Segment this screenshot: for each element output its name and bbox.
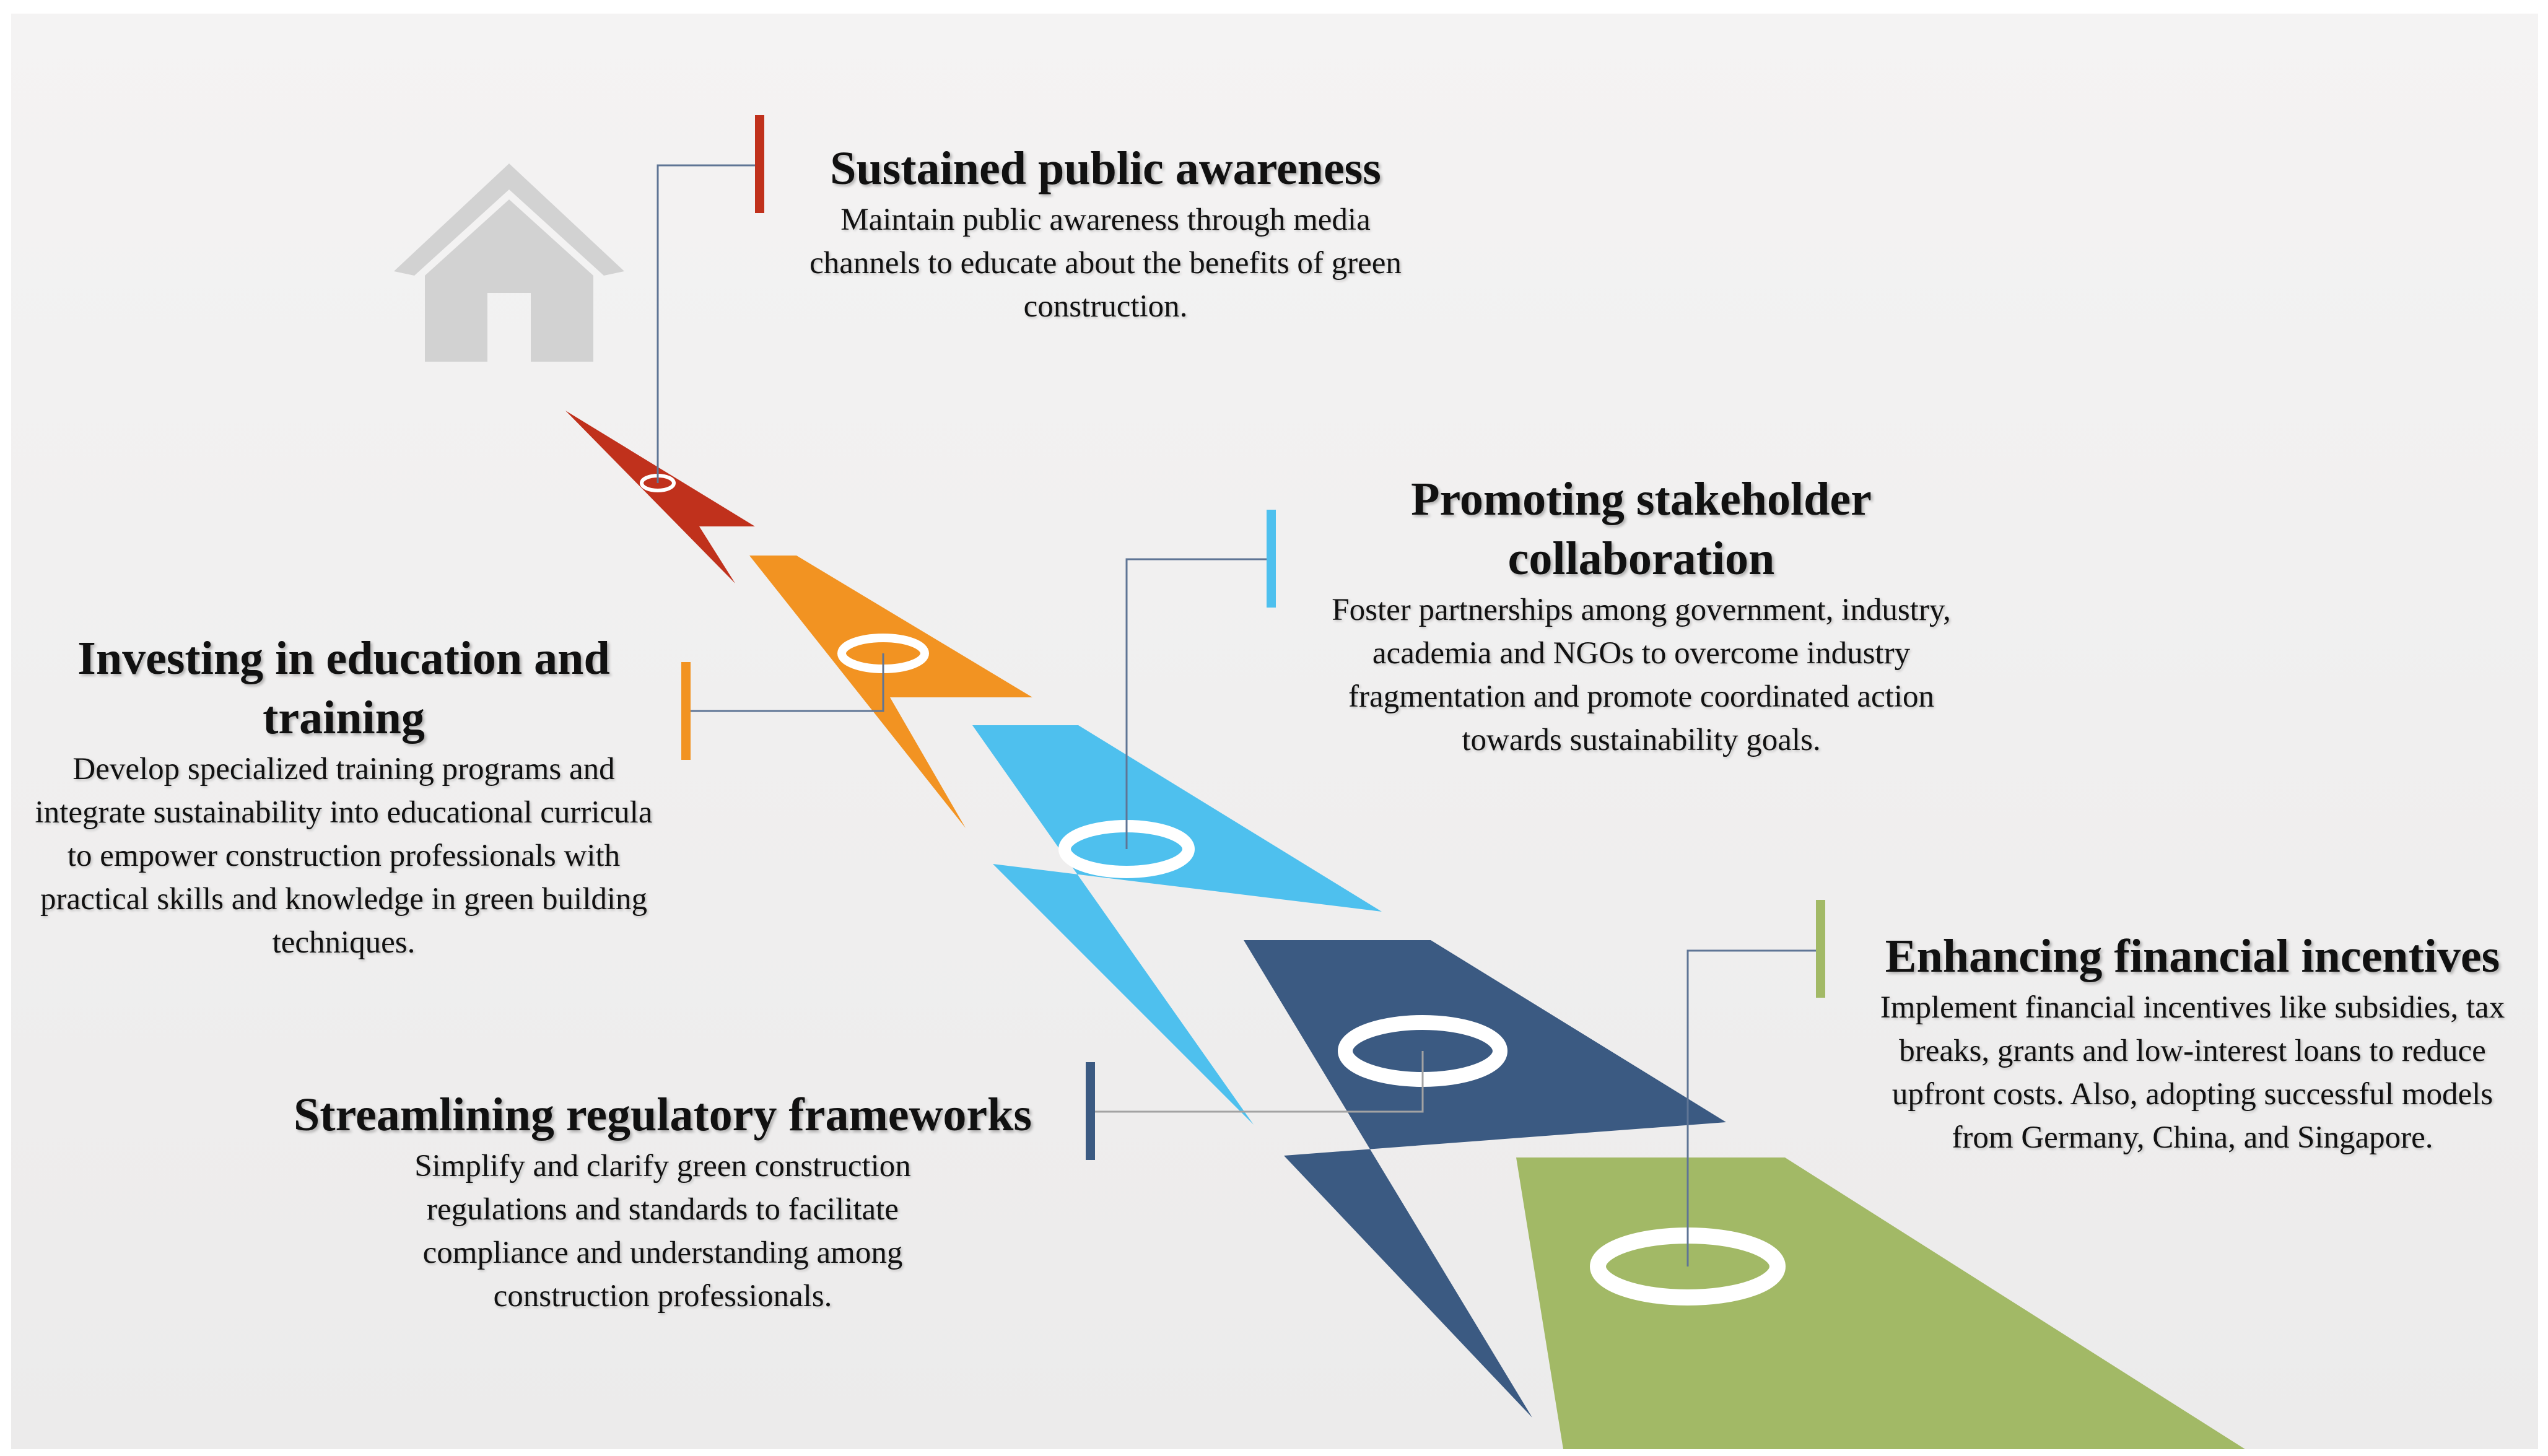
step-regulatory: Streamlining regulatory frameworks Simpl… <box>260 1085 1065 1318</box>
marker-regulatory <box>1086 1062 1095 1160</box>
arrow-regulatory <box>1244 940 1726 1418</box>
marker-awareness <box>755 115 764 213</box>
step-title: Sustained public awareness <box>830 142 1381 194</box>
step-title: Promoting stakeholder collaboration <box>1411 473 1872 585</box>
step-title: Streamlining regulatory frameworks <box>294 1089 1032 1141</box>
connector-regulatory <box>1090 1051 1424 1113</box>
step-title: Investing in education and training <box>77 632 610 744</box>
step-financial: Enhancing financial incentives Implement… <box>1852 926 2533 1159</box>
arrow-education <box>749 556 1032 828</box>
marker-collaboration <box>1267 510 1276 608</box>
arrow-awareness <box>565 411 755 583</box>
step-description: Implement financial incentives like subs… <box>1880 990 2505 1155</box>
step-title: Enhancing financial incentives <box>1885 930 2500 982</box>
step-awareness: Sustained public awareness Maintain publ… <box>796 139 1415 328</box>
marker-education <box>681 662 691 760</box>
connector-collaboration <box>1125 558 1272 849</box>
connector-financial <box>1686 949 1820 1266</box>
arrow-collaboration <box>972 725 1382 1125</box>
step-collaboration: Promoting stakeholder collaboration Fost… <box>1313 469 1970 762</box>
step-description: Simplify and clarify green construction … <box>414 1149 911 1314</box>
house-icon <box>394 163 624 362</box>
connector-awareness <box>657 164 759 483</box>
step-description: Foster partnerships among government, in… <box>1332 593 1951 757</box>
step-description: Develop specialized training programs an… <box>35 752 653 960</box>
step-education: Investing in education and training Deve… <box>34 629 653 964</box>
connector-education <box>687 653 884 712</box>
step-description: Maintain public awareness through media … <box>809 203 1402 324</box>
marker-financial <box>1816 900 1825 998</box>
